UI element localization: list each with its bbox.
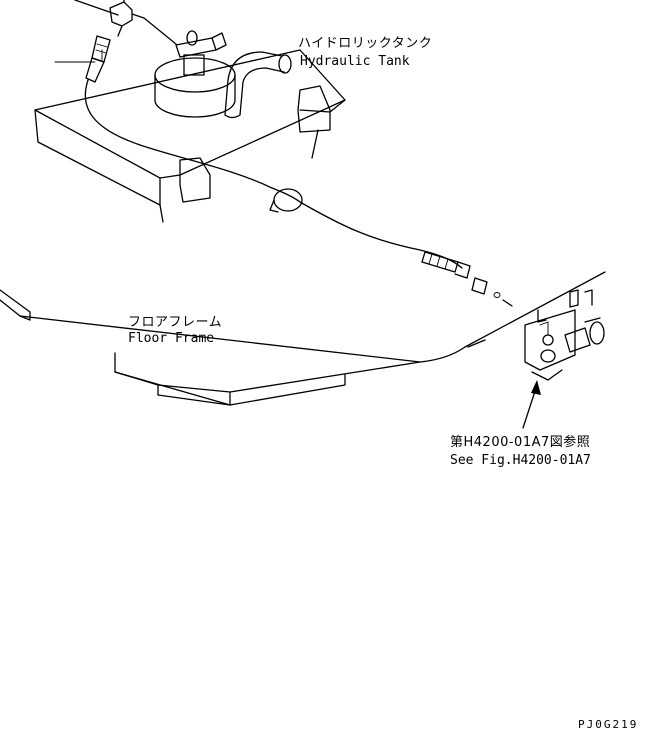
reference-leader-arrow	[522, 380, 541, 429]
upper-frame-box	[34, 49, 346, 223]
floor-frame-label-jp: フロアフレーム	[128, 315, 222, 330]
drawing-code: PJ0G219	[578, 718, 638, 731]
reference-label-jp: 第H4200-01A7図参照	[450, 434, 590, 450]
floor-frame	[0, 271, 606, 406]
left-hose-fitting	[54, 35, 111, 83]
floor-frame-label-en: Floor Frame	[128, 331, 214, 346]
tee-fitting	[74, 0, 177, 45]
hose-end-fitting	[421, 251, 501, 298]
hose-clamp	[269, 188, 303, 213]
connection-dash	[467, 299, 513, 348]
hydraulic-tank-label-en: Hydraulic Tank	[300, 54, 410, 69]
valve-assembly	[524, 289, 605, 381]
hydraulic-tank	[154, 30, 292, 119]
hydraulic-tank-label-jp: ハイドロリックタンク	[298, 36, 432, 51]
hose-line	[84, 79, 463, 269]
reference-label-en: See Fig.H4200-01A7	[450, 453, 591, 468]
